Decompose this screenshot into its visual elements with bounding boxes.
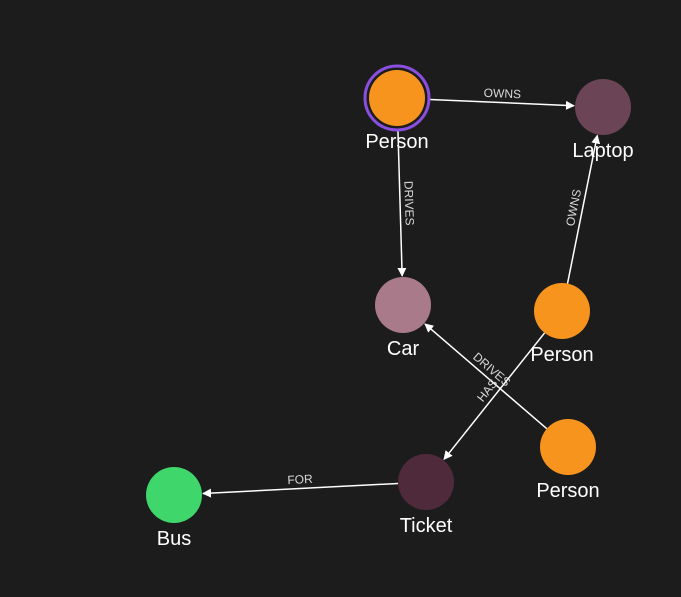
node-circle[interactable] bbox=[540, 419, 596, 475]
node-person[interactable]: Person bbox=[363, 64, 431, 153]
edge-label: FOR bbox=[287, 472, 313, 487]
node-label: Bus bbox=[157, 528, 191, 550]
node-label: Car bbox=[387, 338, 420, 360]
node-circle[interactable] bbox=[146, 467, 202, 523]
edge-line[interactable] bbox=[429, 98, 575, 110]
edge-drives[interactable]: DRIVES bbox=[397, 130, 417, 277]
node-label: Person bbox=[365, 131, 428, 153]
edge-line[interactable] bbox=[566, 134, 601, 284]
node-circle[interactable] bbox=[398, 454, 454, 510]
edge-owns[interactable]: OWNS bbox=[429, 86, 575, 110]
node-laptop[interactable]: Laptop bbox=[572, 79, 634, 162]
node-person[interactable]: Person bbox=[530, 283, 594, 366]
node-bus[interactable]: Bus bbox=[146, 467, 202, 550]
edge-line[interactable] bbox=[397, 130, 407, 277]
node-label: Laptop bbox=[572, 140, 633, 162]
node-car[interactable]: Car bbox=[375, 277, 431, 360]
edge-drives[interactable]: DRIVES bbox=[424, 323, 548, 430]
edge-label: OWNS bbox=[563, 188, 584, 227]
edge-line[interactable] bbox=[202, 482, 399, 498]
node-circle[interactable] bbox=[369, 70, 425, 126]
edge-for[interactable]: FOR bbox=[202, 472, 399, 498]
edge-label: OWNS bbox=[483, 86, 521, 102]
node-selection-ring bbox=[363, 64, 431, 132]
node-circle[interactable] bbox=[534, 283, 590, 339]
node-ticket[interactable]: Ticket bbox=[398, 454, 454, 537]
edge-line[interactable] bbox=[424, 323, 548, 430]
node-label: Ticket bbox=[400, 515, 453, 537]
node-person[interactable]: Person bbox=[536, 419, 600, 502]
node-label: Person bbox=[530, 344, 593, 366]
edge-label: DRIVES bbox=[401, 181, 416, 226]
edge-line[interactable] bbox=[443, 332, 546, 461]
node-circle[interactable] bbox=[375, 277, 431, 333]
node-circle[interactable] bbox=[575, 79, 631, 135]
node-label: Person bbox=[536, 480, 599, 502]
